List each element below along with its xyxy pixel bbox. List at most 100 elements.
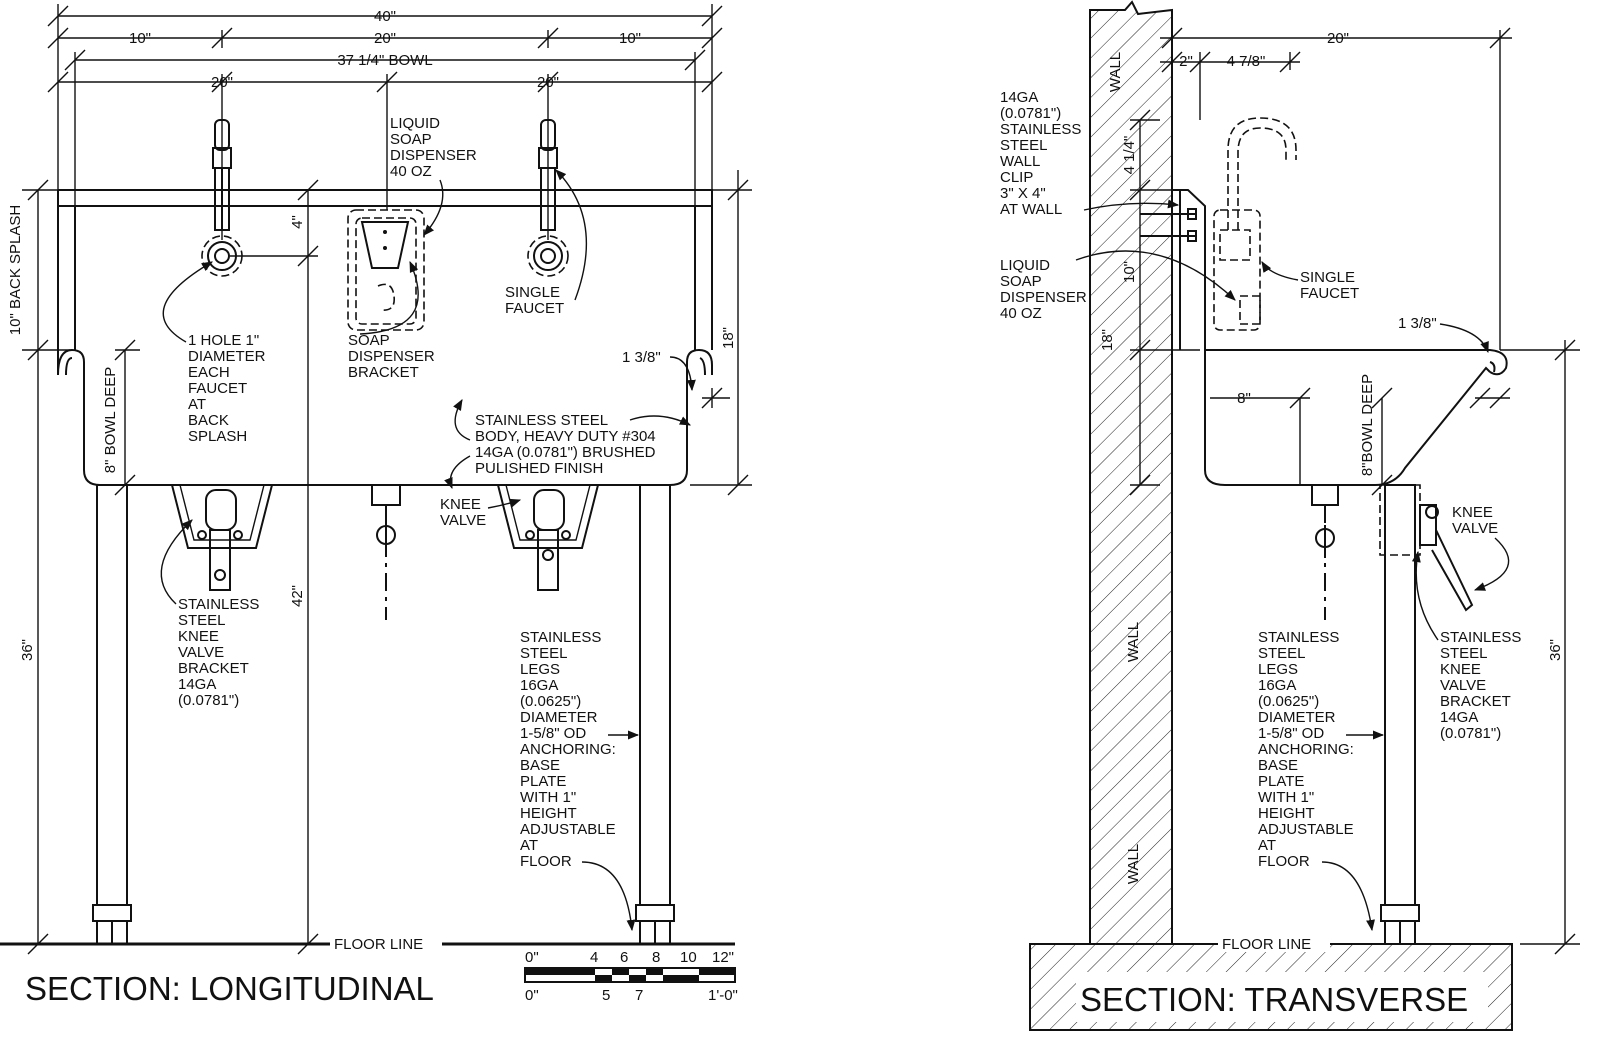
dim-bowl-deep: 8" BOWL DEEP — [102, 367, 119, 473]
right-knee-valve — [497, 484, 599, 591]
wall-label-top: WALL — [1107, 52, 1124, 92]
svg-text:5: 5 — [602, 987, 610, 1004]
left-knee-valve — [171, 484, 273, 591]
wall-label-bottom: WALL — [1125, 844, 1142, 884]
svg-text:FAUCET: FAUCET — [1300, 285, 1359, 302]
svg-text:DIAMETER: DIAMETER — [1258, 709, 1336, 726]
transverse-knee-valve-label: KNEE VALVE — [1452, 504, 1498, 537]
svg-text:STEEL: STEEL — [178, 612, 226, 629]
clip-label: 14GA (0.0781") STAINLESS STEEL WALL CLIP… — [1000, 89, 1081, 218]
hole-label: 1 HOLE 1" DIAMETER EACH FAUCET AT BACK S… — [188, 332, 266, 445]
dim-right-side: 10" — [619, 30, 641, 47]
svg-text:STAINLESS: STAINLESS — [178, 596, 259, 613]
svg-text:16GA: 16GA — [1258, 677, 1296, 694]
svg-text:DIAMETER: DIAMETER — [520, 709, 598, 726]
svg-text:4: 4 — [590, 949, 598, 966]
dim-transverse-splash: 10" — [1121, 261, 1138, 283]
wall-clip — [1140, 189, 1206, 350]
svg-text:SINGLE: SINGLE — [1300, 269, 1355, 286]
svg-text:ADJUSTABLE: ADJUSTABLE — [1258, 821, 1354, 838]
svg-text:WITH 1": WITH 1" — [520, 789, 576, 806]
svg-text:LEGS: LEGS — [1258, 661, 1298, 678]
transverse-knee-bracket-label: STAINLESS STEEL KNEE VALVE BRACKET 14GA … — [1440, 629, 1521, 742]
dim-overall-height: 18" — [720, 327, 737, 349]
svg-text:6: 6 — [620, 949, 628, 966]
transverse-right-dims — [1210, 339, 1580, 955]
svg-text:VALVE: VALVE — [440, 512, 486, 529]
svg-text:(0.0781"): (0.0781") — [178, 692, 239, 709]
longitudinal-section: 40" 20" 10" 10" 37 1/4" BOWL 20" 20" — [0, 4, 752, 1007]
svg-text:SOAP: SOAP — [1000, 273, 1042, 290]
svg-text:1-5/8" OD: 1-5/8" OD — [1258, 725, 1324, 742]
dim-transverse-floor-to-rim: 36" — [1547, 639, 1564, 661]
svg-text:BRACKET: BRACKET — [348, 364, 419, 381]
transverse-legs-label: STAINLESS STEEL LEGS 16GA (0.0625") DIAM… — [1258, 629, 1354, 870]
transverse-knee-valve — [1419, 504, 1474, 612]
bracket-label: SOAP DISPENSER BRACKET — [348, 332, 435, 381]
svg-text:LIQUID: LIQUID — [1000, 257, 1050, 274]
svg-text:BACK: BACK — [188, 412, 229, 429]
right-faucet — [527, 119, 569, 277]
title-transverse: SECTION: TRANSVERSE — [1080, 981, 1468, 1018]
soap-label: LIQUID SOAP DISPENSER 40 OZ — [390, 115, 477, 180]
dim-bowl-width: 37 1/4" BOWL — [337, 52, 432, 69]
svg-text:KNEE: KNEE — [178, 628, 219, 645]
dim-overall-width: 40" — [374, 8, 396, 25]
svg-text:PLATE: PLATE — [520, 773, 566, 790]
svg-text:AT: AT — [1258, 837, 1276, 854]
svg-text:FLOOR: FLOOR — [520, 853, 572, 870]
scale-bar: 0" 4 6 8 10 12" 0" 5 7 1'-0" — [524, 949, 738, 1004]
svg-text:1'-0": 1'-0" — [708, 987, 738, 1004]
knee-bracket-label: STAINLESS STEEL KNEE VALVE BRACKET 14GA … — [178, 596, 259, 709]
svg-text:STAINLESS: STAINLESS — [520, 629, 601, 646]
svg-text:STAINLESS: STAINLESS — [1000, 121, 1081, 138]
svg-text:12": 12" — [712, 949, 734, 966]
svg-text:0": 0" — [525, 987, 539, 1004]
dim-transverse-height: 18" — [1099, 329, 1116, 351]
dim-floor-to-top: 42" — [289, 585, 306, 607]
svg-text:BRACKET: BRACKET — [178, 660, 249, 677]
dim-right-spacing: 20" — [537, 74, 559, 91]
transverse-top-dims — [1160, 27, 1512, 350]
svg-text:STEEL: STEEL — [1000, 137, 1048, 154]
dim-transverse-bowl-width: 8" — [1237, 390, 1251, 407]
svg-text:KNEE: KNEE — [1440, 661, 1481, 678]
svg-text:14GA: 14GA — [1440, 709, 1478, 726]
svg-text:AT WALL: AT WALL — [1000, 201, 1062, 218]
svg-text:STEEL: STEEL — [520, 645, 568, 662]
svg-text:ANCHORING:: ANCHORING: — [1258, 741, 1354, 758]
svg-text:STEEL: STEEL — [1258, 645, 1306, 662]
left-leg — [92, 484, 132, 944]
svg-text:HEIGHT: HEIGHT — [520, 805, 577, 822]
svg-text:LEGS: LEGS — [520, 661, 560, 678]
svg-text:FLOOR: FLOOR — [1258, 853, 1310, 870]
svg-text:8: 8 — [652, 949, 660, 966]
dim-clip-height: 4 1/4" — [1121, 136, 1138, 175]
svg-text:VALVE: VALVE — [1440, 677, 1486, 694]
transverse-bowl — [1204, 349, 1508, 486]
svg-text:CLIP: CLIP — [1000, 169, 1033, 186]
dim-wall-gap: 2" — [1179, 53, 1193, 70]
svg-text:STAINLESS: STAINLESS — [1440, 629, 1521, 646]
svg-text:BODY, HEAVY DUTY #304: BODY, HEAVY DUTY #304 — [475, 428, 656, 445]
legs-label: STAINLESS STEEL LEGS 16GA (0.0625") DIAM… — [520, 629, 616, 870]
svg-text:STAINLESS STEEL: STAINLESS STEEL — [475, 412, 608, 429]
svg-text:AT: AT — [520, 837, 538, 854]
svg-text:(0.0781"): (0.0781") — [1440, 725, 1501, 742]
svg-text:HEIGHT: HEIGHT — [1258, 805, 1315, 822]
transverse-drain — [1311, 484, 1339, 620]
transverse-floor-line-label: FLOOR LINE — [1222, 936, 1311, 953]
svg-text:BASE: BASE — [1258, 757, 1298, 774]
transverse-faucet-label: SINGLE FAUCET — [1300, 269, 1359, 302]
svg-text:LIQUID: LIQUID — [390, 115, 440, 132]
svg-text:AT: AT — [188, 396, 206, 413]
svg-text:ADJUSTABLE: ADJUSTABLE — [520, 821, 616, 838]
dim-transverse-bowl-deep: 8"BOWL DEEP — [1359, 374, 1376, 476]
svg-text:WALL: WALL — [1000, 153, 1040, 170]
svg-text:DISPENSER: DISPENSER — [1000, 289, 1087, 306]
svg-text:BRACKET: BRACKET — [1440, 693, 1511, 710]
dim-transverse-rim-radius: 1 3/8" — [1398, 315, 1437, 332]
svg-text:SPLASH: SPLASH — [188, 428, 247, 445]
svg-text:SOAP: SOAP — [348, 332, 390, 349]
